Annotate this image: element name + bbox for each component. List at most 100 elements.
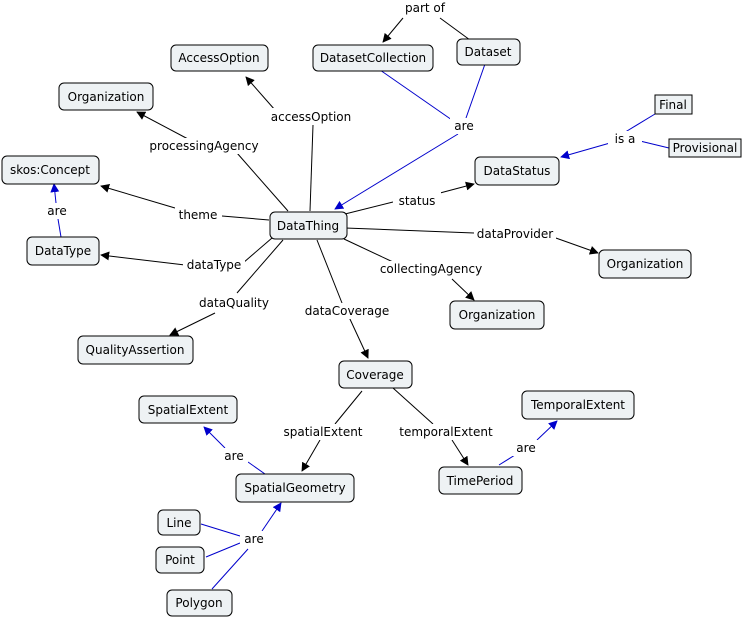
link-label-collectingagency: collectingAgency (380, 262, 482, 276)
node-dataset[interactable]: Dataset (456, 38, 521, 66)
edge-are-spatialextent (203, 426, 226, 449)
link-label-are-dataset: are (454, 119, 473, 133)
edge-polygon-are (211, 548, 249, 590)
link-label-datacoverage: dataCoverage (305, 304, 390, 318)
link-label-dataprovider: dataProvider (477, 227, 554, 241)
link-label-are-temporal: are (516, 441, 535, 455)
node-organization-processing-label: Organization (68, 90, 145, 104)
node-line[interactable]: Line (157, 509, 201, 536)
edge-isa-datastatus (560, 142, 611, 160)
node-spatialextent-label: SpatialExtent (148, 403, 229, 417)
node-coverage-label: Coverage (346, 368, 404, 382)
edge-line-are (200, 523, 241, 537)
node-qualityassertion-label: QualityAssertion (86, 343, 185, 357)
edge-dataprovider-organization (552, 236, 599, 255)
node-datasetcollection[interactable]: DatasetCollection (312, 44, 434, 72)
edge-partof-datasetcollection (382, 17, 404, 43)
link-label-are-spatial: are (224, 449, 243, 463)
edge-are-temporalextent (536, 420, 558, 441)
node-polygon-label: Polygon (175, 596, 222, 610)
node-temporalextent-label: TemporalExtent (530, 398, 625, 412)
edge-timeperiod-are (498, 454, 516, 466)
node-organization-provider[interactable]: Organization (598, 249, 692, 279)
edges (50, 17, 670, 590)
node-spatialgeometry[interactable]: SpatialGeometry (235, 473, 355, 503)
link-label-accessoption: accessOption (271, 110, 351, 124)
node-organization-collecting-label: Organization (459, 308, 536, 322)
node-spatialgeometry-label: SpatialGeometry (244, 481, 345, 495)
node-coverage[interactable]: Coverage (338, 360, 413, 389)
edge-datathing-dataprovider (344, 227, 475, 234)
node-line-label: Line (166, 516, 191, 530)
edge-datathing-datacoverage (316, 239, 343, 304)
link-label-datatype: dataType (187, 258, 242, 272)
link-label-dataquality: dataQuality (199, 296, 269, 310)
node-final[interactable]: Final (654, 94, 693, 115)
edge-datatype-arrow (100, 251, 186, 266)
node-timeperiod[interactable]: TimePeriod (438, 466, 523, 495)
link-label-processingagency: processingAgency (149, 139, 258, 153)
node-datathing-label: DataThing (277, 219, 339, 233)
edge-datacoverage-coverage (348, 316, 369, 359)
edge-dataset-are (465, 63, 486, 119)
edge-spatialextent-spatialgeometry (301, 439, 321, 472)
node-temporalextent[interactable]: TemporalExtent (521, 390, 635, 420)
link-label-spatialextent: spatialExtent (283, 425, 362, 439)
edge-accessoption-arrow (245, 76, 276, 111)
edge-datathing-status (344, 201, 394, 215)
edge-are-spatialgeometry (261, 502, 282, 532)
edge-datathing-datatype (242, 237, 273, 264)
node-accessoption[interactable]: AccessOption (170, 44, 269, 72)
node-datatype[interactable]: DataType (26, 236, 100, 266)
node-skos-concept[interactable]: skos:Concept (1, 155, 100, 185)
edge-provisional-isa (639, 140, 670, 149)
nodes: DataThing AccessOption DatasetCollection… (1, 38, 742, 617)
edge-datathing-collectingagency (343, 238, 394, 263)
link-label-are-geometry: are (244, 532, 263, 546)
node-point-label: Point (165, 553, 195, 567)
node-organization-collecting[interactable]: Organization (449, 300, 545, 330)
link-label-are-datatype: are (47, 204, 66, 218)
node-organization-processing[interactable]: Organization (58, 82, 154, 111)
edge-datathing-dataquality (236, 239, 284, 294)
edge-processingagency-organization (136, 111, 189, 140)
node-datastatus-label: DataStatus (484, 164, 551, 178)
node-datathing[interactable]: DataThing (269, 211, 348, 240)
node-datatype-label: DataType (35, 244, 91, 258)
edge-collectingagency-organization (451, 278, 475, 301)
edge-are-skosconcept (50, 183, 60, 204)
node-datastatus[interactable]: DataStatus (474, 156, 560, 186)
node-polygon[interactable]: Polygon (166, 589, 233, 617)
edge-datathing-accessoption (309, 124, 314, 212)
link-labels: part of accessOption are processingAgenc… (43, 1, 642, 547)
node-final-label: Final (659, 98, 687, 112)
edge-point-are (205, 542, 241, 558)
node-dataset-label: Dataset (465, 45, 512, 59)
edge-dataquality-qualityassertion (169, 312, 216, 336)
node-point[interactable]: Point (155, 546, 205, 574)
link-label-theme: theme (179, 208, 218, 222)
edge-dataset-partof (439, 17, 471, 41)
link-label-temporalextent: temporalExtent (399, 425, 493, 439)
edge-are-datathing (334, 133, 459, 210)
edge-temporalextent-timeperiod (451, 439, 469, 466)
node-accessoption-label: AccessOption (178, 51, 259, 65)
node-spatialextent[interactable]: SpatialExtent (138, 395, 238, 424)
edge-spatialgeometry-are (247, 461, 266, 475)
edge-datasetcollection-are (379, 69, 453, 121)
link-label-part-of: part of (405, 1, 446, 15)
node-organization-provider-label: Organization (607, 257, 684, 271)
edge-coverage-temporalextent (392, 387, 434, 425)
node-datasetcollection-label: DatasetCollection (320, 51, 426, 65)
edge-theme-skosconcept (100, 183, 176, 209)
edge-status-datastatus (439, 181, 475, 194)
edge-datathing-theme (221, 215, 270, 221)
edge-datatype-are (57, 218, 62, 238)
node-qualityassertion[interactable]: QualityAssertion (77, 335, 194, 365)
edge-datathing-processingagency (236, 152, 289, 212)
edge-final-isa (621, 113, 656, 135)
node-provisional-label: Provisional (673, 141, 738, 155)
edge-coverage-spatialextent (334, 390, 363, 425)
node-provisional[interactable]: Provisional (668, 138, 742, 158)
